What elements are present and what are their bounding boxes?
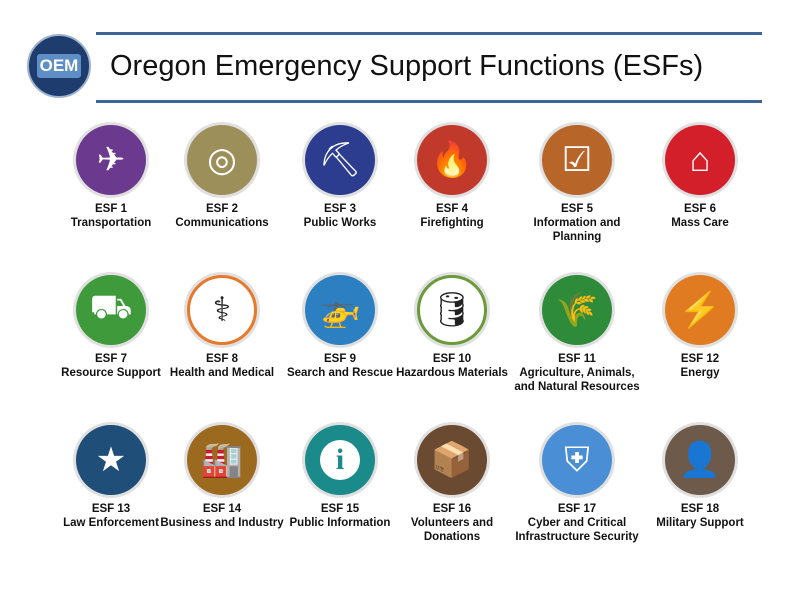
esf-number: ESF 4 bbox=[436, 203, 468, 215]
caduceus-icon: ⚕ bbox=[187, 275, 257, 345]
esf-label: ESF 15 Public Information bbox=[265, 502, 415, 530]
esf-label: ESF 18 Military Support bbox=[625, 502, 775, 530]
esf-label: ESF 9 Search and Rescue bbox=[265, 352, 415, 380]
esf-name: Information and Planning bbox=[533, 217, 621, 243]
antenna-icon: ◎ bbox=[187, 125, 257, 195]
esf-name: Transportation bbox=[70, 217, 152, 229]
police-badge-icon: ★ bbox=[76, 425, 146, 495]
esf-name: Health and Medical bbox=[169, 367, 275, 379]
esf-number: ESF 15 bbox=[320, 503, 360, 515]
agriculture-icon: 🌾 bbox=[542, 275, 612, 345]
esf-label: ESF 5 Information and Planning bbox=[502, 202, 652, 244]
esf-name: Public Works bbox=[303, 217, 377, 229]
esf-number: ESF 9 bbox=[324, 353, 356, 365]
esf-name: Firefighting bbox=[420, 217, 484, 229]
barrel-icon: 🛢 bbox=[417, 275, 487, 345]
checklist-icon: ☑ bbox=[542, 125, 612, 195]
soldier-icon: 👤 bbox=[665, 425, 735, 495]
esf-number: ESF 6 bbox=[684, 203, 716, 215]
esf-item: ☑ ESF 5 Information and Planning bbox=[502, 125, 652, 244]
esf-number: ESF 7 bbox=[95, 353, 127, 365]
esf-number: ESF 14 bbox=[202, 503, 242, 515]
esf-item: ⛟ ESF 7 Resource Support bbox=[36, 275, 186, 380]
oem-logo: OEM bbox=[27, 34, 91, 98]
esf-number: ESF 3 bbox=[324, 203, 356, 215]
resources-icon: ⛟ bbox=[76, 275, 146, 345]
esf-item: 🛢 ESF 10 Hazardous Materials bbox=[377, 275, 527, 380]
esf-item: ⚕ ESF 8 Health and Medical bbox=[147, 275, 297, 380]
esf-item: ⌂ ESF 6 Mass Care bbox=[625, 125, 775, 230]
helicopter-water-icon: 🚁 bbox=[305, 275, 375, 345]
esf-number: ESF 17 bbox=[557, 503, 597, 515]
esf-label: ESF 11 Agriculture, Animals, and Natural … bbox=[502, 352, 652, 394]
esf-name: Energy bbox=[680, 367, 720, 379]
esf-number: ESF 5 bbox=[561, 203, 593, 215]
esf-name: Hazardous Materials bbox=[396, 367, 508, 379]
esf-number: ESF 12 bbox=[680, 353, 720, 365]
esf-name: Public Information bbox=[289, 517, 391, 529]
esf-name: Mass Care bbox=[671, 217, 729, 229]
esf-name: Agriculture, Animals, and Natural Resour… bbox=[514, 367, 640, 393]
esf-label: ESF 14 Business and Industry bbox=[147, 502, 297, 530]
esf-label: ESF 16 Volunteers and Donations bbox=[377, 502, 527, 544]
esf-item: ⛏ ESF 3 Public Works bbox=[265, 125, 415, 230]
esf-item: ◎ ESF 2 Communications bbox=[147, 125, 297, 230]
esf-label: ESF 10 Hazardous Materials bbox=[377, 352, 527, 380]
esf-item: 🔥 ESF 4 Firefighting bbox=[377, 125, 527, 230]
esf-name: Cyber and Critical Infrastructure Securi… bbox=[515, 517, 639, 543]
esf-label: ESF 17 Cyber and Critical Infrastructure … bbox=[502, 502, 652, 544]
esf-name: Search and Rescue bbox=[286, 367, 394, 379]
esf-number: ESF 13 bbox=[91, 503, 131, 515]
esf-number: ESF 11 bbox=[558, 353, 596, 365]
header-top-rule bbox=[96, 32, 762, 35]
esf-number: ESF 1 bbox=[95, 203, 127, 215]
esf-item: 🚁 ESF 9 Search and Rescue bbox=[265, 275, 415, 380]
esf-label: ESF 12 Energy bbox=[625, 352, 775, 380]
esf-name: Volunteers and Donations bbox=[410, 517, 494, 543]
shelter-beds-icon: ⌂ bbox=[665, 125, 735, 195]
esf-label: ESF 13 Law Enforcement bbox=[36, 502, 186, 530]
esf-label: ESF 1 Transportation bbox=[36, 202, 186, 230]
esf-label: ESF 8 Health and Medical bbox=[147, 352, 297, 380]
esf-name: Communications bbox=[175, 217, 269, 229]
info-icon: i bbox=[305, 425, 375, 495]
esf-name: Resource Support bbox=[61, 367, 161, 379]
esf-item: ⚡ ESF 12 Energy bbox=[625, 275, 775, 380]
esf-name: Military Support bbox=[656, 517, 744, 529]
esf-name: Law Enforcement bbox=[63, 517, 159, 529]
header-bottom-rule bbox=[96, 100, 762, 103]
factory-icon: 🏭 bbox=[187, 425, 257, 495]
hands-box-icon: 📦 bbox=[417, 425, 487, 495]
page-title: Oregon Emergency Support Functions (ESFs… bbox=[110, 50, 704, 82]
esf-item: ✈ ESF 1 Transportation bbox=[36, 125, 186, 230]
esf-number: ESF 10 bbox=[432, 353, 472, 365]
transportation-icon: ✈ bbox=[76, 125, 146, 195]
esf-name: Business and Industry bbox=[160, 517, 284, 529]
cyber-shield-icon: ⛨ bbox=[542, 425, 612, 495]
esf-item: 🌾 ESF 11 Agriculture, Animals, and Natural… bbox=[502, 275, 652, 394]
esf-item: 🏭 ESF 14 Business and Industry bbox=[147, 425, 297, 530]
esf-item: ⛨ ESF 17 Cyber and Critical Infrastructure… bbox=[502, 425, 652, 544]
esf-number: ESF 16 bbox=[432, 503, 472, 515]
lightning-icon: ⚡ bbox=[665, 275, 735, 345]
esf-label: ESF 3 Public Works bbox=[265, 202, 415, 230]
esf-number: ESF 2 bbox=[206, 203, 238, 215]
shovel-faucet-icon: ⛏ bbox=[305, 125, 375, 195]
esf-item: 👤 ESF 18 Military Support bbox=[625, 425, 775, 530]
esf-label: ESF 7 Resource Support bbox=[36, 352, 186, 380]
esf-label: ESF 4 Firefighting bbox=[377, 202, 527, 230]
esf-item: ★ ESF 13 Law Enforcement bbox=[36, 425, 186, 530]
esf-number: ESF 8 bbox=[206, 353, 238, 365]
esf-item: 📦 ESF 16 Volunteers and Donations bbox=[377, 425, 527, 544]
esf-label: ESF 6 Mass Care bbox=[625, 202, 775, 230]
esf-number: ESF 18 bbox=[680, 503, 720, 515]
flame-icon: 🔥 bbox=[417, 125, 487, 195]
esf-label: ESF 2 Communications bbox=[147, 202, 297, 230]
